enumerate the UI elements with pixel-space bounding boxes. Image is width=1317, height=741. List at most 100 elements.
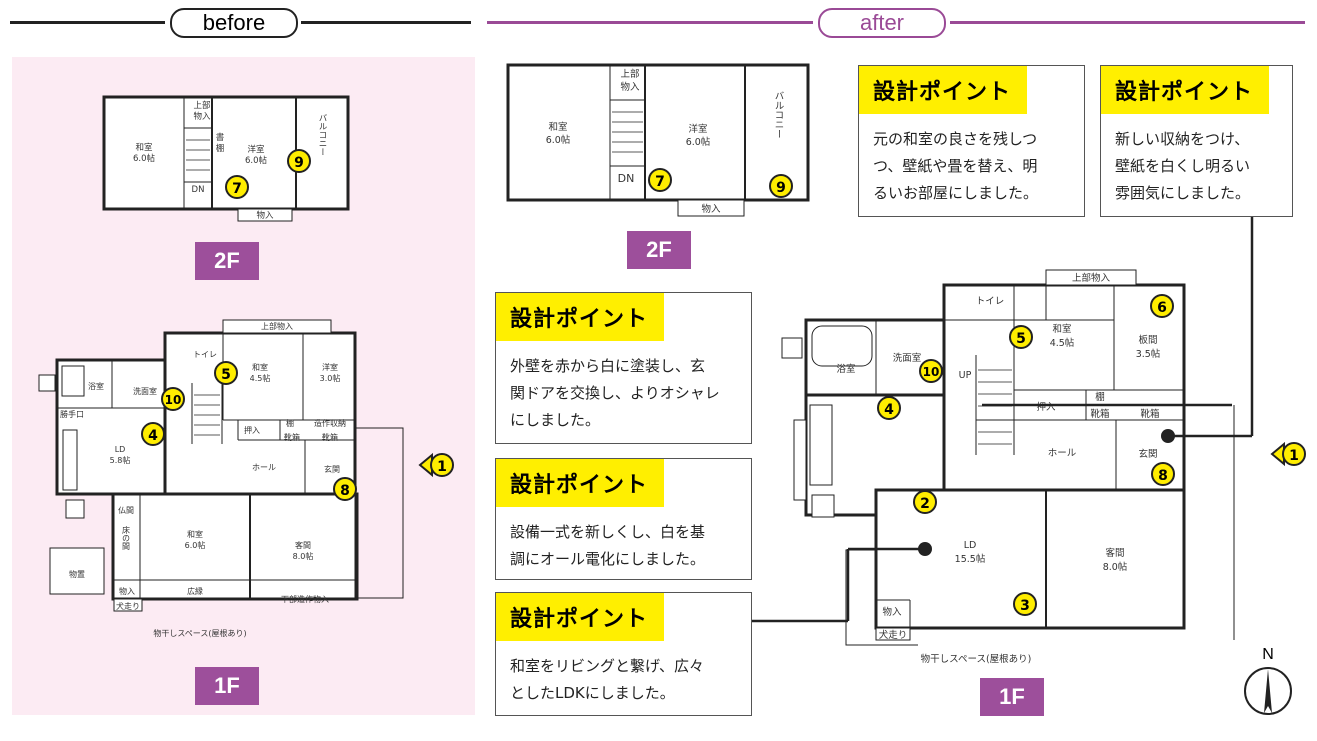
point-text-line: 壁紙を白くし明るい [1115,157,1251,175]
after-label: after [818,8,946,38]
after-2f-badge: 2F [627,231,691,269]
before-floorplans: 和室 6.0帖 上部 物入 書 棚 洋室 6.0帖 DN 物入 バルコニー 上部… [38,95,404,638]
svg-text:9: 9 [776,180,786,196]
room-label: 和室 [548,121,567,133]
room-label: 犬走り [116,601,140,611]
marker-1-before: 1 [418,452,454,478]
point-text-line: としたLDKにしました。 [510,684,675,702]
point-box-ldk: 設計ポイント 和室をリビングと繋げ、広々 としたLDKにしました。 [495,592,752,716]
room-label: 和室 [252,362,268,372]
room-label: 15.5帖 [955,553,986,565]
before-1f-badge: 1F [195,667,259,705]
point-text-line: にしました。 [510,411,601,429]
room-label: DN [618,172,635,185]
marker-6-after: 6 [1150,294,1174,318]
svg-text:2: 2 [920,496,930,512]
room-label: 棚 [1095,391,1105,403]
svg-text:7: 7 [655,174,665,190]
room-label: ホール [1048,448,1077,459]
marker-10-after: 10 [919,359,943,383]
marker-4-after: 4 [877,396,901,420]
room-label: 洋室 [247,144,265,155]
room-label: 6.0帖 [133,153,156,164]
room-label: ホール [252,463,276,472]
room-label: 仏間 [118,506,134,515]
marker-5-after: 5 [1009,325,1033,349]
room-label: 6.0帖 [245,155,268,166]
svg-text:10: 10 [165,393,182,407]
point-text-line: 新しい収納をつけ、 [1115,130,1250,148]
marker-7-after: 7 [648,168,672,192]
room-label: LD [964,540,977,551]
room-label: 客間 [1105,547,1124,559]
room-label: LD [115,445,126,454]
svg-text:3: 3 [1020,598,1030,614]
svg-text:1: 1 [1289,448,1299,464]
room-label: 押入 [244,425,260,435]
point-text-line: 外壁を赤から白に塗装し、玄 [510,357,706,375]
marker-8-after: 8 [1151,462,1175,486]
point-title: 設計ポイント [496,593,665,641]
room-label: 下部造作物入 [281,594,329,604]
point-box-equipment: 設計ポイント 設備一式を新しくし、白を基 調にオール電化にしました。 [495,458,752,580]
room-label: 靴箱 [1090,408,1109,420]
svg-text:8: 8 [340,483,350,499]
after-header-line-right [950,21,1305,24]
room-label: UP [959,370,972,381]
marker-2-after: 2 [913,490,937,514]
room-label: 物干しスペース(屋根あり) [921,653,1032,665]
svg-text:4: 4 [148,428,158,444]
room-label: 物置 [69,569,85,579]
point-box-exterior: 設計ポイント 外壁を赤から白に塗装し、玄 関ドアを交換し、よりオシャレ にしまし… [495,292,752,444]
room-label: 4.5帖 [1050,337,1075,349]
marker-5-before: 5 [214,361,238,385]
room-label: 玄関 [324,464,340,474]
room-label: 洋室 [322,362,338,372]
room-label: バルコニー [773,91,785,139]
room-label: 犬走り [879,629,908,641]
compass-label: N [1262,646,1274,663]
marker-9-after: 9 [769,174,793,198]
room-label: トイレ [976,296,1005,307]
marker-7-before: 7 [225,175,249,199]
svg-text:9: 9 [294,155,304,171]
room-label: 客間 [295,540,311,550]
point-text-line: 元の和室の良さを残しつ [873,130,1038,148]
marker-9-before: 9 [287,149,311,173]
point-text-line: 関ドアを交換し、よりオシャレ [510,384,720,402]
room-label: 浴室 [88,381,104,391]
room-label: 上部物入 [261,321,293,331]
room-label: トイレ [193,350,217,359]
before-header-line-left [10,21,165,24]
marker-3-after: 3 [1013,592,1037,616]
point-text-line: つ、壁紙や畳を替え、明 [873,157,1038,175]
room-label: 物入 [620,81,640,93]
room-label: 8.0帖 [1103,561,1128,573]
after-1f-badge: 1F [980,678,1044,716]
point-box-washitsu: 設計ポイント 元の和室の良さを残しつ つ、壁紙や畳を替え、明 るいお部屋にしまし… [858,65,1085,217]
room-label: 書 [216,132,225,143]
room-label: 物入 [119,586,135,596]
room-label: 靴箱 [1140,408,1159,420]
marker-10-before: 10 [161,387,185,411]
svg-text:5: 5 [1016,331,1026,347]
room-label: 洋室 [688,123,707,135]
point-text-line: 和室をリビングと繋げ、広々 [510,657,704,675]
room-label: 物干しスペース(屋根あり) [153,628,246,638]
marker-4-before: 4 [141,422,165,446]
room-label: 和室 [135,142,153,153]
marker-1-after: 1 [1270,441,1306,467]
room-label: 8.0帖 [293,551,314,561]
before-label: before [170,8,298,38]
point-text-line: 雰囲気にしました。 [1115,184,1251,202]
room-label: 上部 [193,100,211,111]
room-label: バルコニー [317,114,327,157]
room-label: 物入 [701,203,721,215]
room-label: 6.0帖 [686,136,711,148]
marker-8-before: 8 [333,477,357,501]
room-label: 物入 [193,111,211,122]
room-label: 造作収納 [314,418,346,428]
after-header-line-left [487,21,813,24]
room-label: 洗面室 [893,352,922,364]
